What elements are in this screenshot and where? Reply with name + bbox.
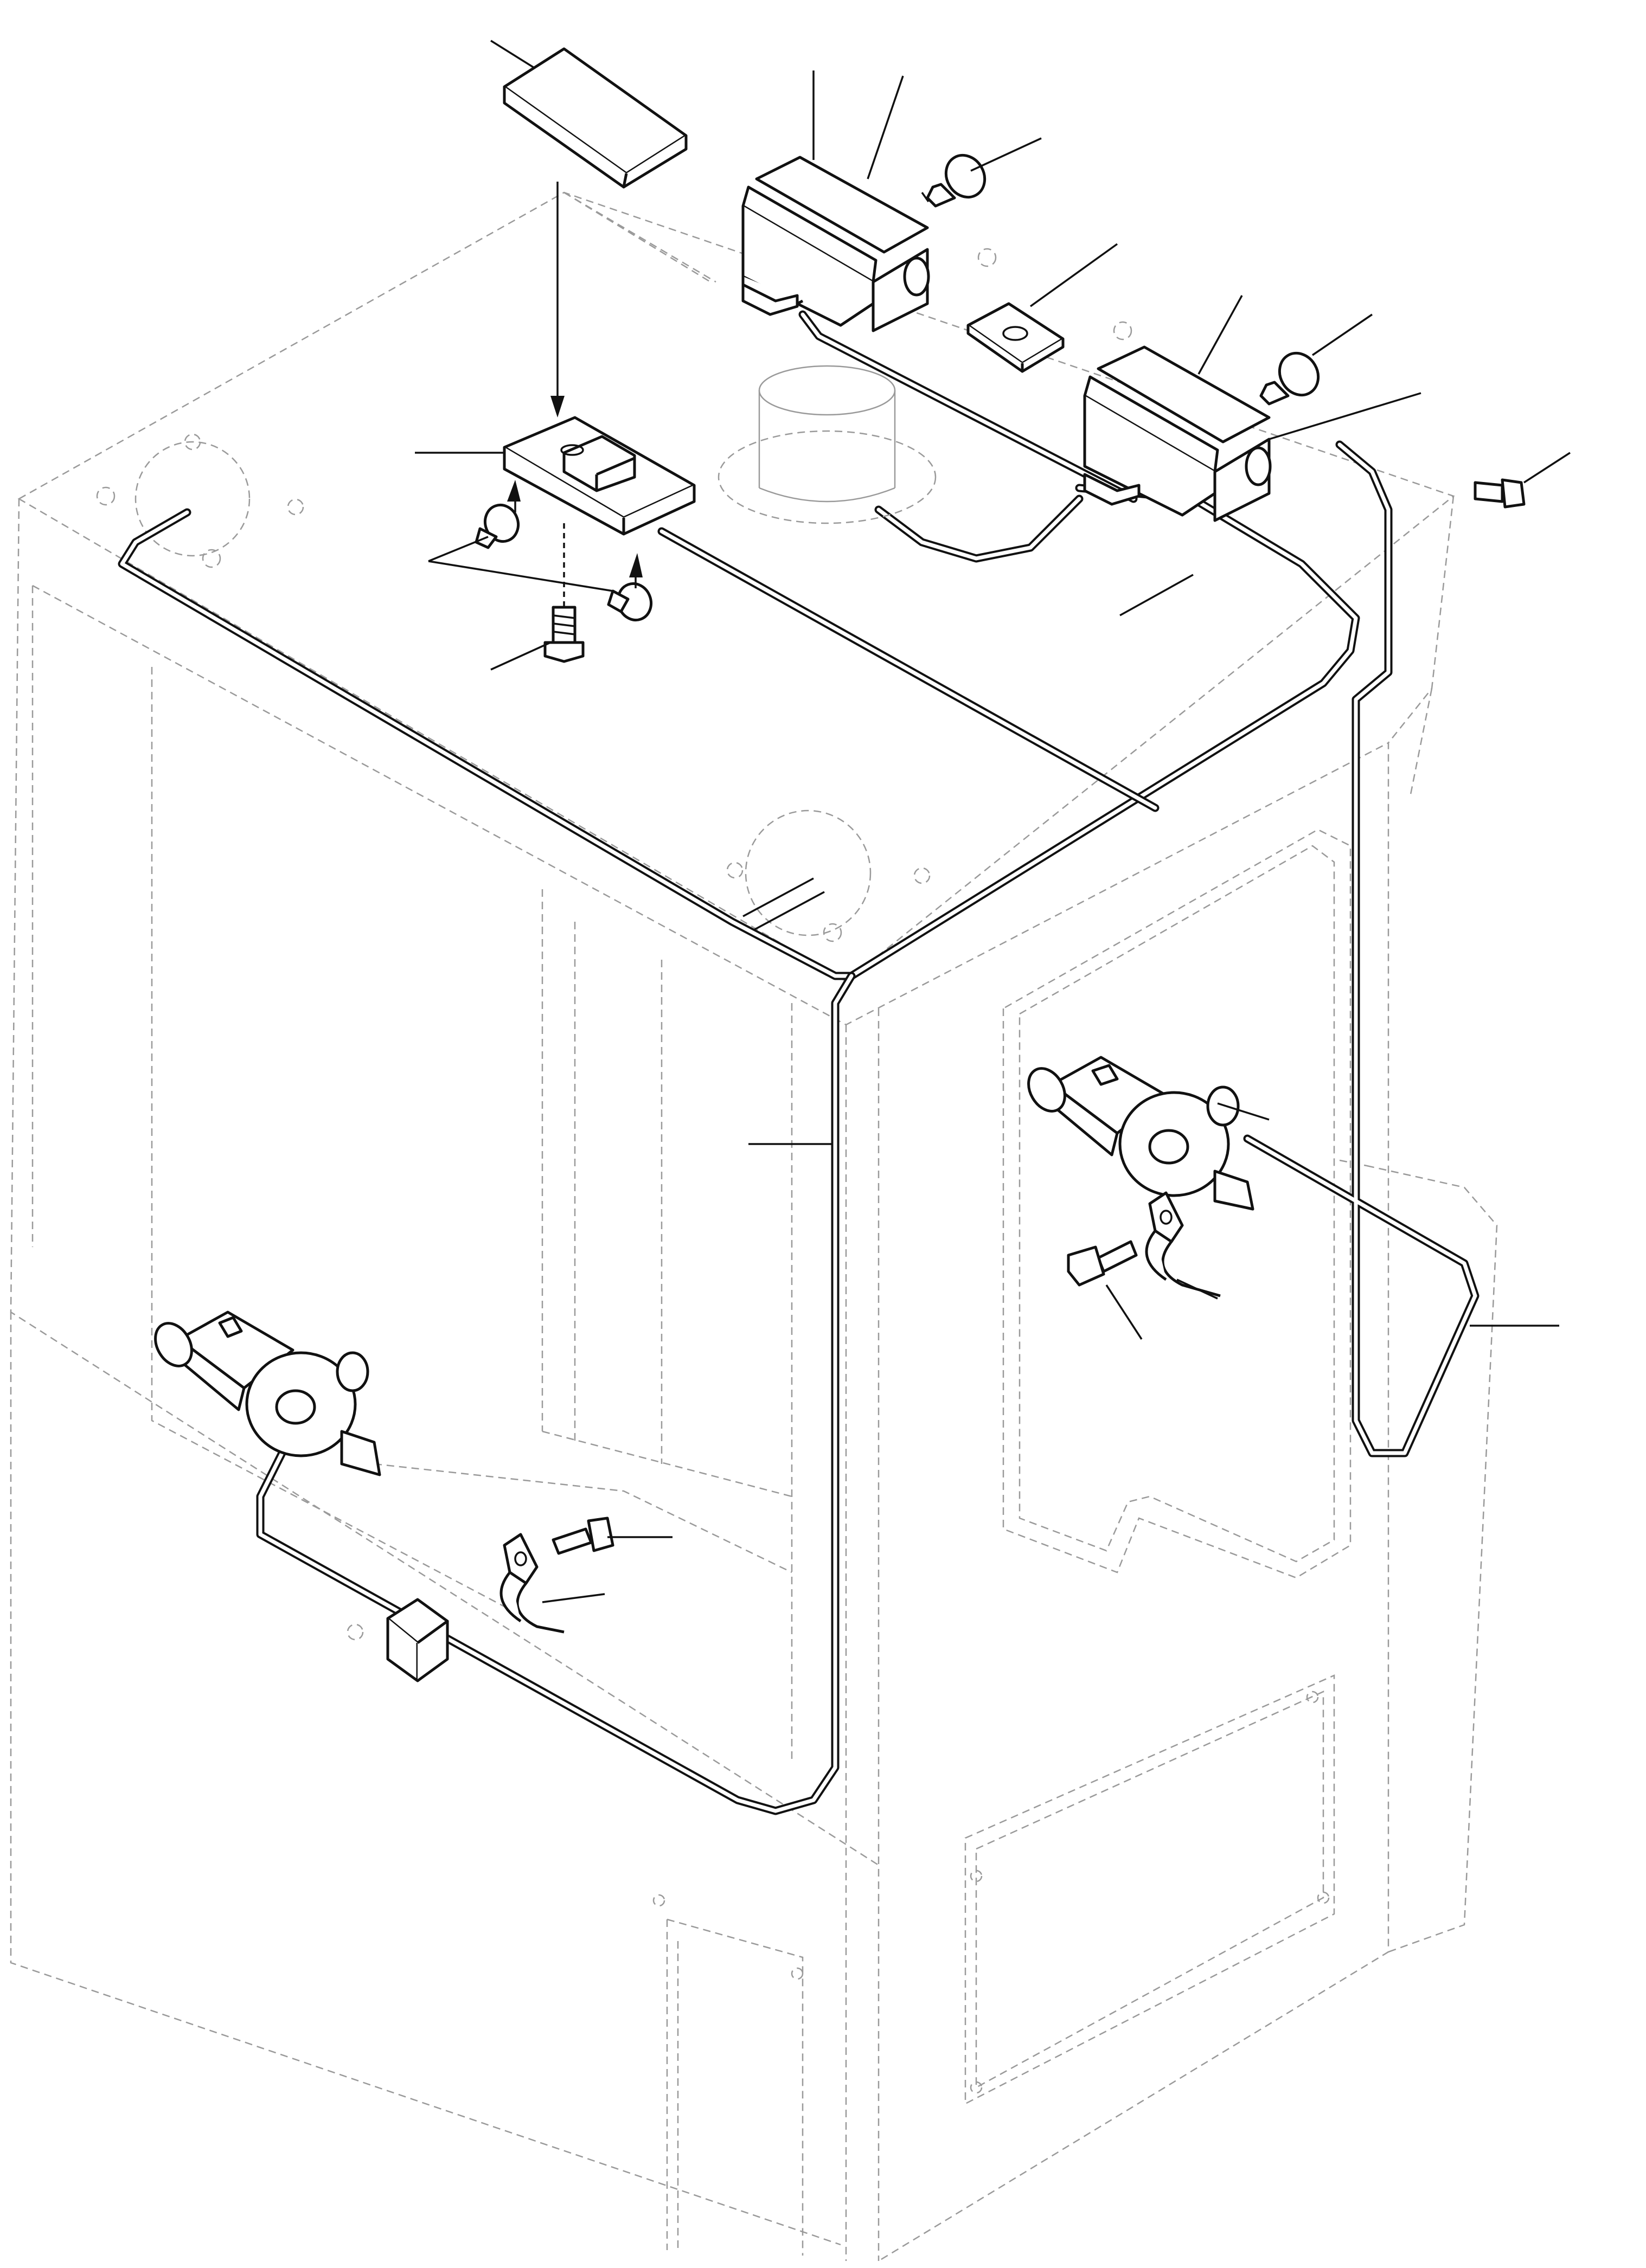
cable-clamp [1145,1191,1221,1297]
wire-harness [118,310,1480,1815]
screw-icon [543,606,585,663]
beacon [718,365,937,524]
cable-clamp [499,1533,565,1634]
wiper-motor [154,1310,381,1476]
leader-lines [415,40,1571,1603]
screw-icon [552,1517,614,1555]
connector [386,1598,449,1682]
dome-lamp-lens [503,47,688,189]
work-lamp [741,156,930,332]
mounting-plate [966,302,1065,373]
bulb-icon [1259,351,1320,406]
wiper-motor [1027,1056,1254,1211]
cab-outline [10,191,1498,2262]
bulb-icon [607,582,652,622]
work-lamp [1083,345,1272,522]
bulb-icon [475,503,520,549]
bulb-icon [921,153,987,208]
dome-lamp [503,416,696,618]
screw-icon [1067,1240,1138,1287]
screw-icon [1474,478,1526,509]
